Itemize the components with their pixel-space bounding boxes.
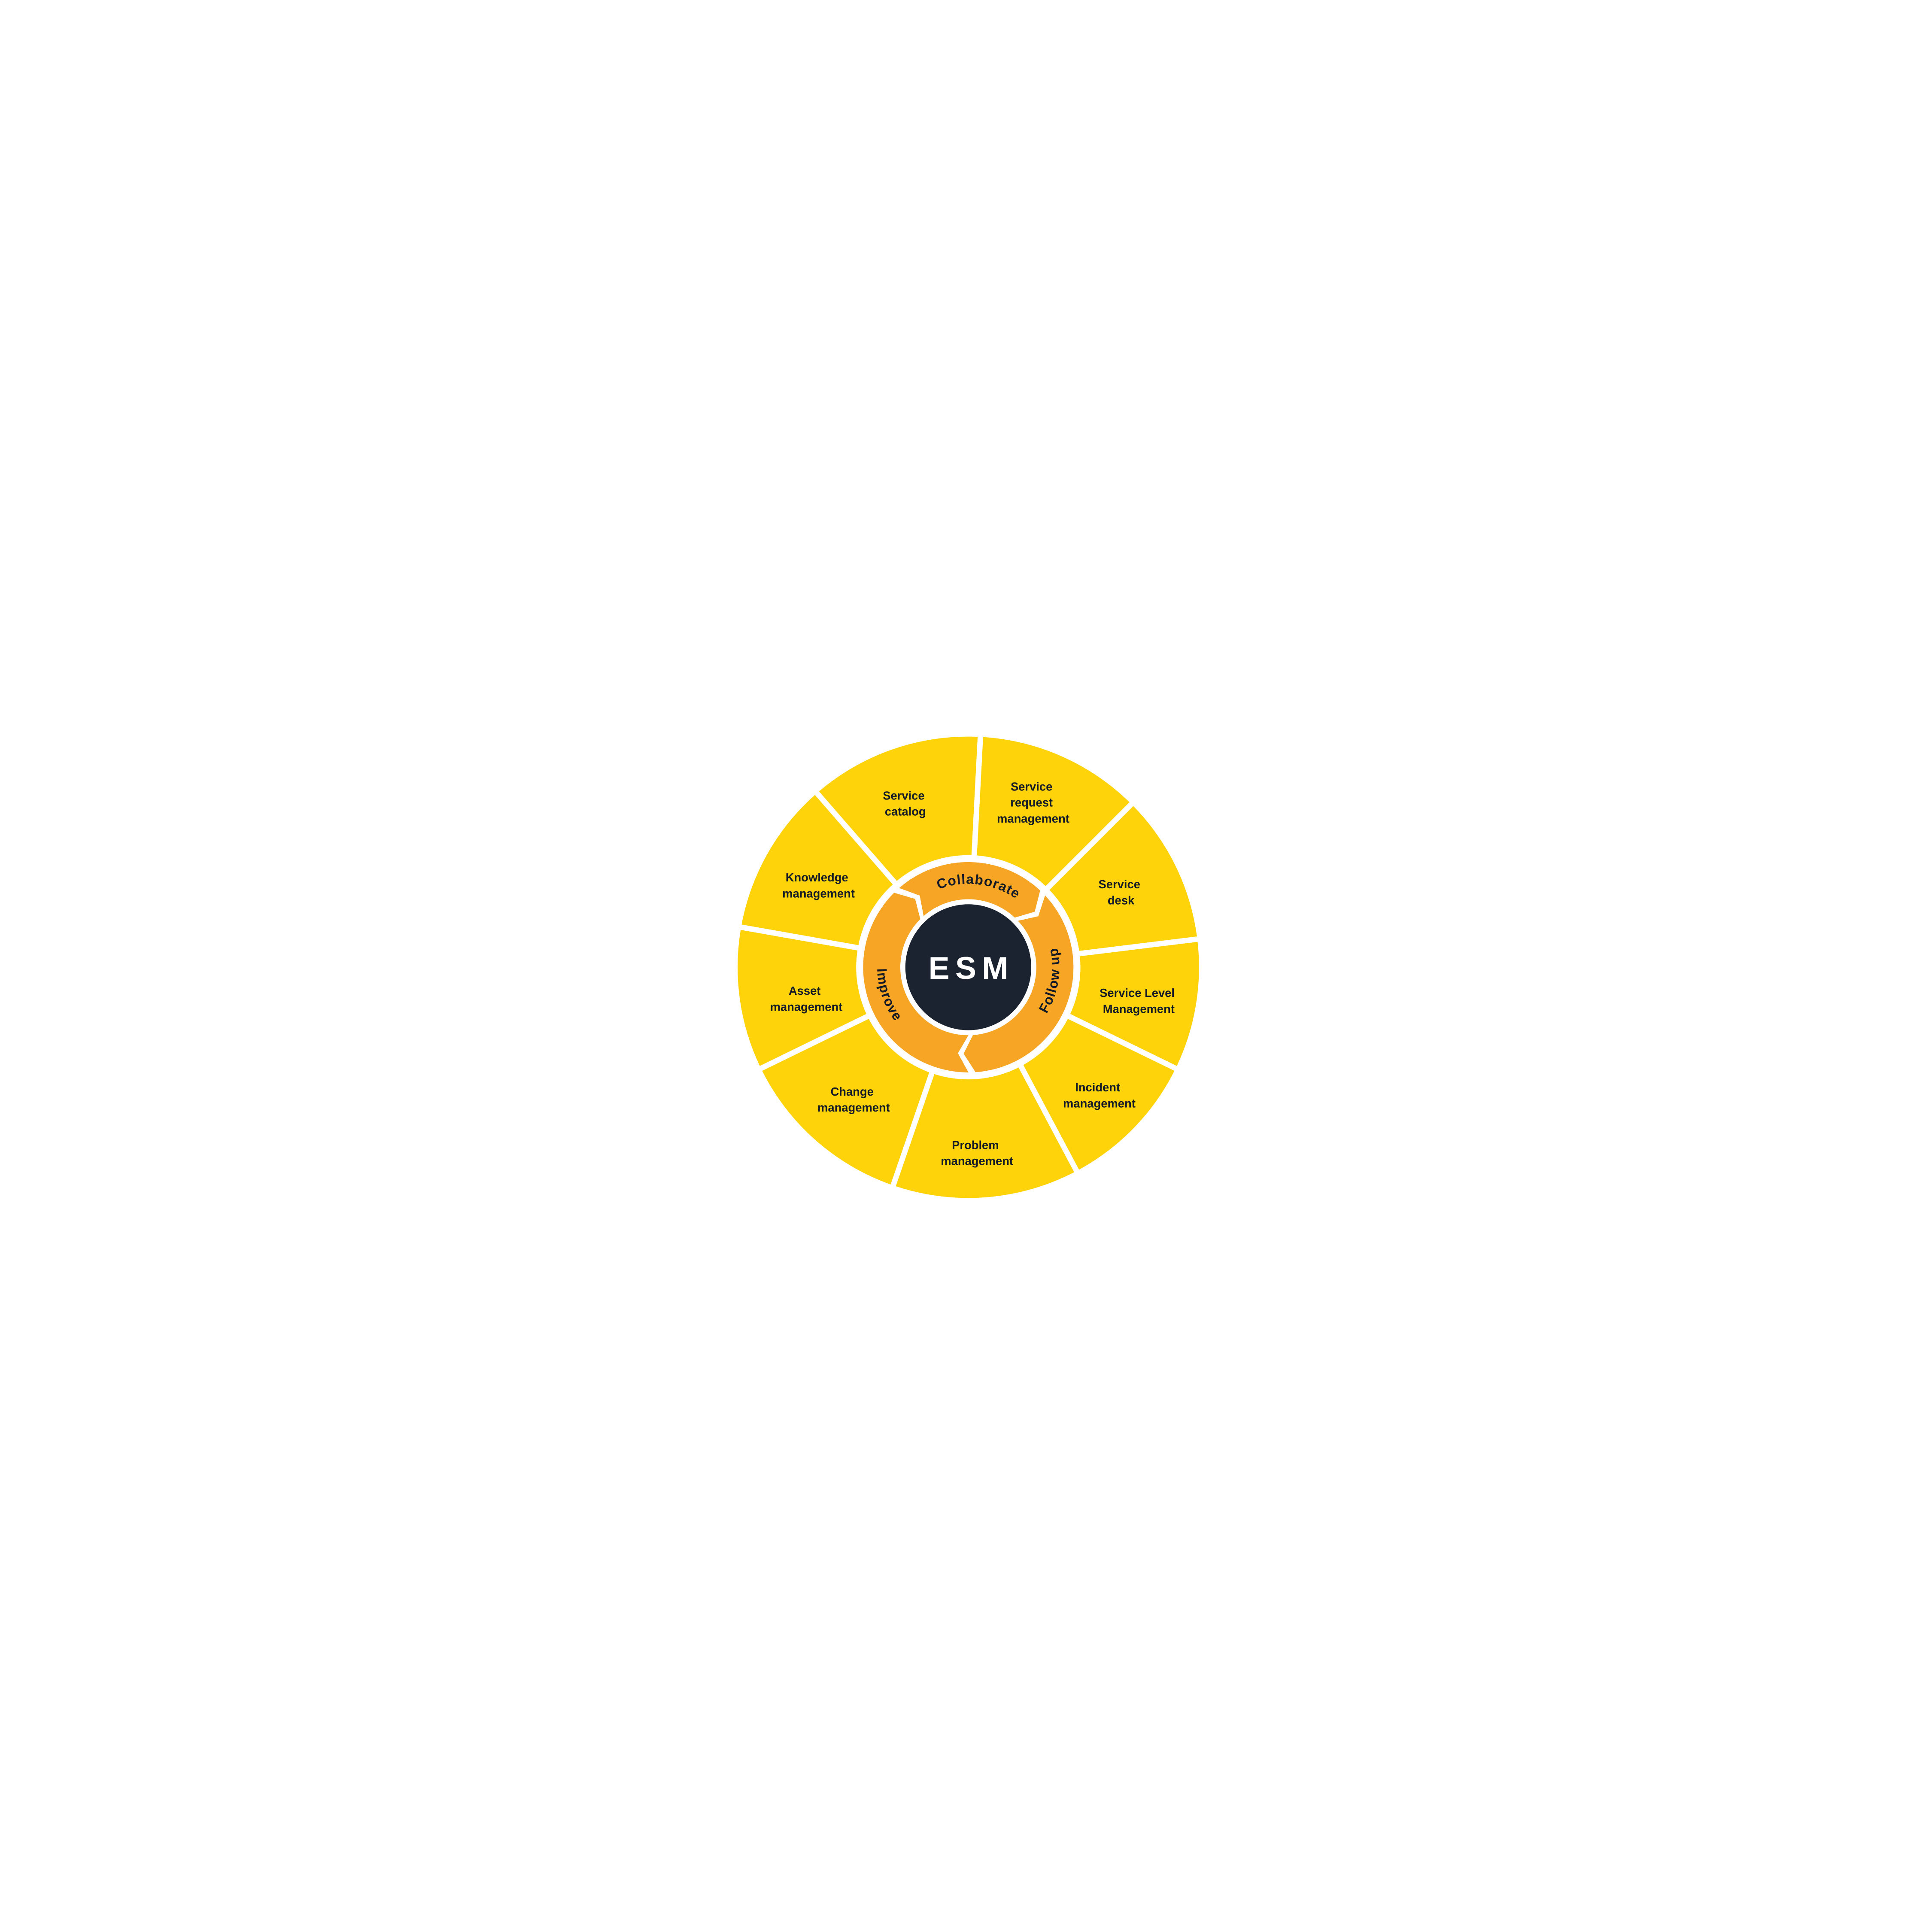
label-line: Management bbox=[1103, 1002, 1175, 1015]
label-line: management bbox=[997, 812, 1069, 825]
label-line: management bbox=[770, 1000, 843, 1013]
segment-service-level-management bbox=[1070, 942, 1199, 1066]
segment-label-problem-management: Problem management bbox=[941, 1139, 1013, 1168]
label-line: Problem bbox=[952, 1139, 999, 1152]
label-line: management bbox=[1063, 1097, 1136, 1110]
segment-change-management bbox=[762, 1019, 930, 1185]
segment-label-asset-management: Asset management bbox=[770, 984, 843, 1013]
label-line: catalog bbox=[885, 805, 926, 818]
cycle-arrow-improve bbox=[863, 893, 969, 1072]
segment-problem-management bbox=[896, 1067, 1074, 1198]
segment-label-change-management: Change management bbox=[817, 1085, 890, 1114]
cycle-arrow-collaborate bbox=[899, 862, 1040, 918]
segment-label-service-catalog: Service catalog bbox=[883, 789, 928, 818]
label-line: Service bbox=[1099, 878, 1140, 891]
segment-label-service-level-management: Service Level Management bbox=[1100, 986, 1178, 1015]
esm-wheel-diagram: ESM Collaborate Follow up Improve Servic… bbox=[738, 736, 1199, 1198]
label-line: Knowledge bbox=[786, 871, 848, 884]
cycle-ring bbox=[863, 862, 1074, 1072]
label-line: request bbox=[1010, 796, 1053, 809]
label-line: Asset bbox=[789, 984, 821, 997]
label-line: management bbox=[817, 1101, 890, 1114]
label-line: Change bbox=[830, 1085, 873, 1098]
segment-incident-management bbox=[1023, 1019, 1175, 1170]
label-line: Service bbox=[1011, 780, 1052, 793]
segment-label-knowledge-management: Knowledge management bbox=[782, 871, 855, 900]
segment-service-catalog bbox=[819, 736, 978, 881]
outer-segments bbox=[738, 736, 1199, 1198]
segment-asset-management bbox=[738, 930, 866, 1066]
segment-knowledge-management bbox=[741, 795, 893, 945]
page: ESM Collaborate Follow up Improve Servic… bbox=[730, 730, 1202, 1202]
center-label: ESM bbox=[929, 951, 1014, 986]
segment-service-request-management bbox=[977, 737, 1130, 886]
label-line: desk bbox=[1108, 893, 1135, 907]
segment-label-incident-management: Incident management bbox=[1063, 1081, 1136, 1110]
label-line: management bbox=[782, 887, 855, 900]
segment-label-service-desk: Service desk bbox=[1099, 878, 1144, 907]
cycle-arrow-follow-up bbox=[963, 895, 1074, 1072]
label-line: Service Level bbox=[1100, 986, 1175, 999]
segment-label-service-request-management: Service request management bbox=[997, 780, 1069, 825]
center-circle bbox=[905, 904, 1032, 1030]
label-line: management bbox=[941, 1154, 1013, 1168]
label-line: Incident bbox=[1075, 1081, 1120, 1094]
segment-service-desk bbox=[1049, 806, 1197, 951]
label-line: Service bbox=[883, 789, 924, 802]
